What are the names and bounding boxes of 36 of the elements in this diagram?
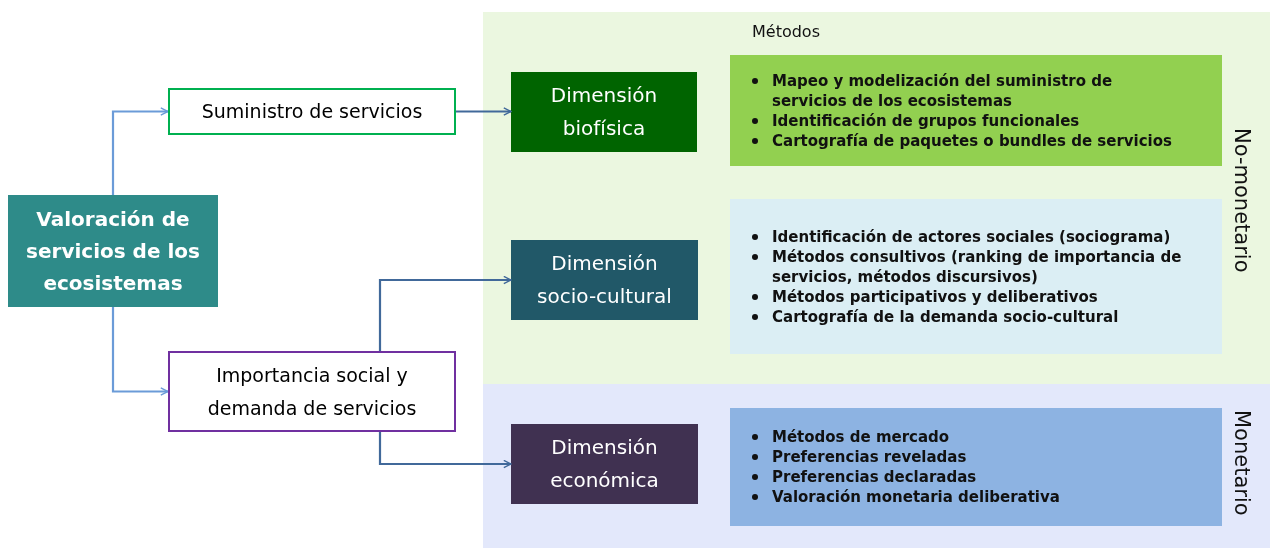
method-item: Cartografía de paquetes o bundles de servicios xyxy=(772,131,1172,150)
arrow xyxy=(378,275,512,351)
root-box xyxy=(8,195,218,307)
methods-box xyxy=(730,199,1222,354)
method-item: Identificación de actores sociales (sociograma) xyxy=(772,227,1171,246)
arrow xyxy=(456,107,512,116)
category-band xyxy=(483,12,1270,384)
method-item: Valoración monetaria deliberativa xyxy=(772,488,1060,506)
method-item: Cartografía de la demanda socio-cultural xyxy=(772,307,1119,326)
methods-box xyxy=(730,55,1222,166)
process-box xyxy=(168,88,456,135)
method-item: Métodos de mercado xyxy=(772,428,950,446)
methods-box xyxy=(730,408,1222,526)
node-label: Dimensión socio-cultural xyxy=(536,250,673,310)
node-label: Suministro de servicios xyxy=(200,99,424,124)
arrow xyxy=(111,107,169,195)
method-item: Identificación de grupos funcionales xyxy=(772,111,1080,130)
method-item: Mapeo y modelización del suministro de servicios de los ecosistemas xyxy=(772,71,1113,110)
dimension-box xyxy=(511,424,698,504)
dimension-box xyxy=(511,72,697,152)
node-label: Dimensión económica xyxy=(549,434,660,494)
category-label: Monetario xyxy=(1230,410,1254,516)
method-item: Métodos participativos y deliberativos xyxy=(772,287,1098,306)
process-box xyxy=(168,351,456,432)
node-label: Dimensión biofísica xyxy=(549,82,659,142)
method-item: Preferencias reveladas xyxy=(772,448,967,466)
category-label: No-monetario xyxy=(1230,128,1254,273)
node-label: Valoración de servicios de los ecosistemas xyxy=(25,206,201,297)
node-label: Importancia social y demanda de servicios xyxy=(206,362,418,421)
arrow xyxy=(111,307,169,396)
section-heading: Métodos xyxy=(752,22,820,41)
method-item: Preferencias declaradas xyxy=(772,468,977,486)
method-item: Métodos consultivos (ranking de importancia de servicios, métodos discursivos) xyxy=(772,247,1182,286)
arrow xyxy=(378,432,512,469)
category-band xyxy=(483,384,1270,548)
dimension-box xyxy=(511,240,698,320)
